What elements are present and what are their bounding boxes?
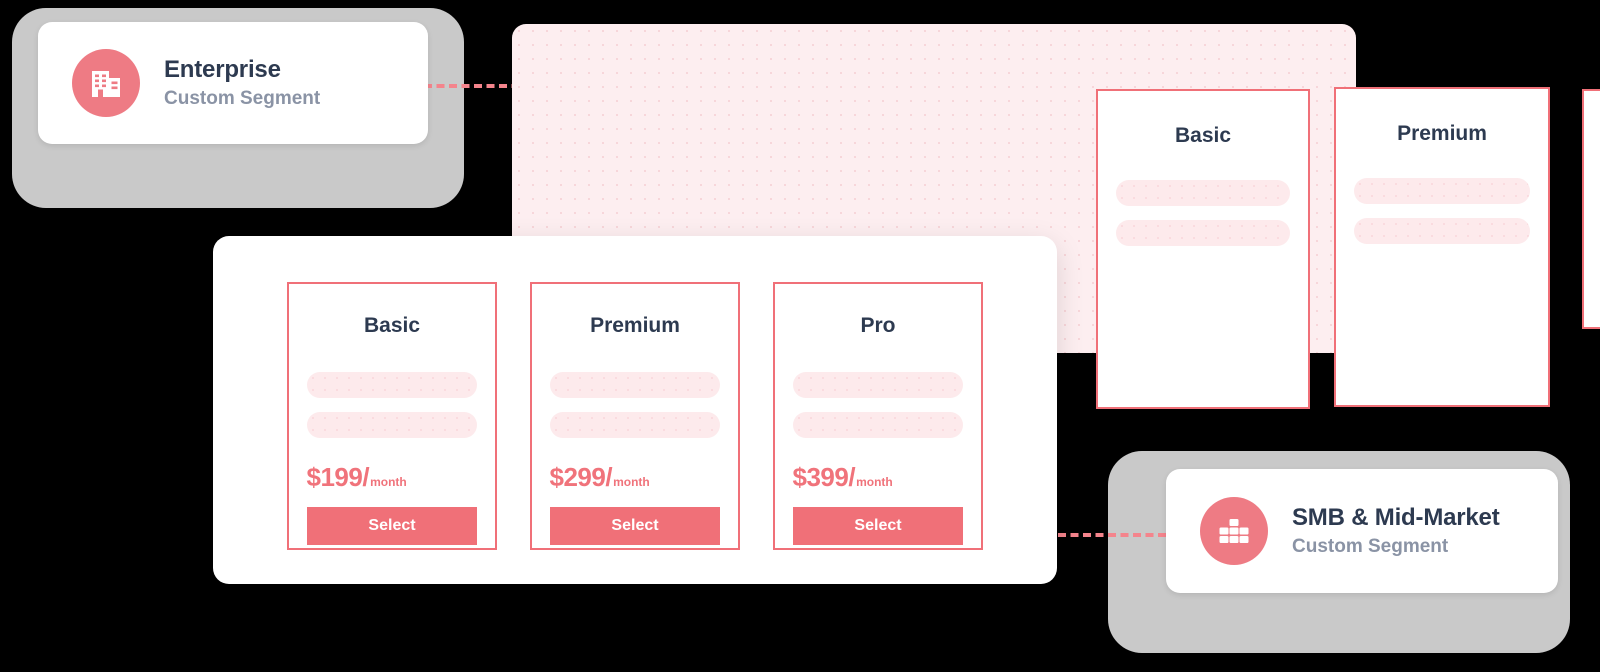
segment-subtitle: Custom Segment bbox=[1292, 536, 1449, 558]
price-period: month bbox=[856, 475, 893, 489]
front-plan-card-premium[interactable]: Premium $299/ month Select bbox=[530, 282, 740, 550]
price-row: $199/ month bbox=[307, 462, 478, 493]
plan-title: Premium bbox=[1397, 122, 1487, 145]
segment-title: SMB & Mid-Market bbox=[1292, 503, 1500, 531]
connector-enterprise-to-back-panel bbox=[424, 84, 532, 88]
price-amount: $399/ bbox=[792, 462, 856, 492]
plan-title: Pro bbox=[860, 314, 896, 337]
skeleton-row bbox=[306, 412, 478, 438]
back-plan-card-basic[interactable]: Basic bbox=[1096, 89, 1310, 409]
select-button[interactable]: Select bbox=[549, 507, 721, 545]
connector-front-card-to-smb bbox=[1058, 533, 1166, 537]
skeleton-row bbox=[1115, 180, 1291, 206]
back-plan-card-premium[interactable]: Premium bbox=[1334, 87, 1550, 407]
skeleton-row bbox=[1354, 218, 1530, 244]
plan-title: Basic bbox=[363, 314, 421, 337]
price-row: $299/ month bbox=[550, 462, 721, 493]
skeleton-row bbox=[792, 412, 964, 438]
front-plan-card-basic[interactable]: Basic $199/ month Select bbox=[287, 282, 497, 550]
segment-subtitle: Custom Segment bbox=[164, 88, 321, 110]
select-button[interactable]: Select bbox=[306, 507, 478, 545]
segment-text-smb: SMB & Mid-Market Custom Segment bbox=[1292, 503, 1500, 559]
price-amount: $199/ bbox=[306, 462, 370, 492]
skeleton-row bbox=[306, 372, 478, 398]
brick-stack-icon bbox=[1200, 497, 1268, 565]
office-building-icon bbox=[72, 49, 140, 117]
back-plan-card-pro[interactable]: Pro Contact Sales bbox=[1582, 89, 1600, 329]
price-period: month bbox=[370, 475, 407, 489]
skeleton-row bbox=[549, 372, 721, 398]
front-pricing-panel: Basic $199/ month Select Premium $299/ m… bbox=[213, 236, 1057, 584]
skeleton-row bbox=[792, 372, 964, 398]
segment-text-enterprise: Enterprise Custom Segment bbox=[164, 55, 320, 111]
skeleton-row bbox=[549, 412, 721, 438]
skeleton-row bbox=[1354, 178, 1530, 204]
select-button[interactable]: Select bbox=[792, 507, 964, 545]
skeleton-row bbox=[1115, 220, 1291, 246]
segment-card-enterprise[interactable]: Enterprise Custom Segment bbox=[38, 22, 428, 144]
plan-title: Premium bbox=[590, 314, 680, 337]
segment-card-smb[interactable]: SMB & Mid-Market Custom Segment bbox=[1166, 469, 1558, 593]
price-amount: $299/ bbox=[549, 462, 613, 492]
plan-title: Basic bbox=[1174, 124, 1232, 147]
price-period: month bbox=[613, 475, 650, 489]
price-row: $399/ month bbox=[793, 462, 964, 493]
segment-title: Enterprise bbox=[164, 55, 281, 83]
front-plan-card-pro[interactable]: Pro $399/ month Select bbox=[773, 282, 983, 550]
